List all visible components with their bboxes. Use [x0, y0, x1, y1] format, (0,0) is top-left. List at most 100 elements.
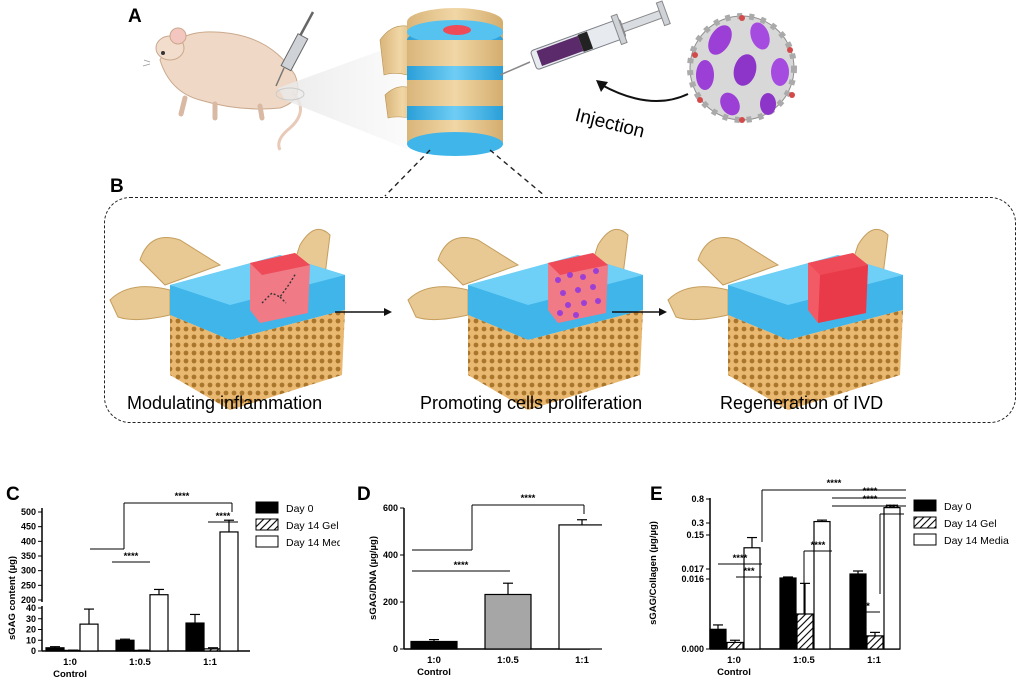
ytick-label-10: 450 [21, 522, 36, 532]
bar-d-1 [484, 593, 532, 650]
nanoparticle-illustration [687, 13, 797, 123]
bar-s2-c0 [79, 623, 99, 652]
category-label-2: 1:1 [867, 655, 881, 666]
ytick-label-0: 0 [31, 646, 36, 656]
legend-label-0: Day 0 [286, 503, 314, 515]
ytick-label-9: 400 [21, 536, 36, 546]
legend-swatch-2 [255, 535, 279, 548]
ytick-label-5: 0.3 [691, 518, 704, 528]
ytick-label-6: 250 [21, 580, 36, 590]
category-label-1: 1:0.5 [497, 655, 519, 666]
spine-illustration [379, 8, 503, 156]
stage-2-illustration [407, 228, 644, 411]
legend-swatch-0 [913, 499, 937, 512]
sig-e-5-label: * [866, 601, 870, 612]
ytick-label-5: 200 [21, 595, 36, 605]
sig-e-6-label: **** [885, 503, 900, 514]
stage-3-illustration [667, 228, 904, 411]
stage-label-3: Regeneration of IVD [720, 393, 884, 413]
sig-e-7-label: **** [863, 494, 878, 505]
panel-label-c: C [6, 484, 20, 505]
bar-s2-c0 [743, 547, 761, 650]
sig-e-1-label: **** [733, 553, 748, 564]
chart-d-ylabel: sGAG/DNA (µg/µg) [368, 536, 379, 620]
ytick-label-2: 0.016 [681, 574, 704, 584]
ytick-label-0: 0 [393, 644, 398, 654]
bar-s0-c1 [779, 577, 797, 650]
bar-s2-c2 [883, 507, 901, 650]
bar-s1-c2 [203, 648, 223, 652]
category-label-2: 1:1 [203, 657, 217, 668]
ytick-label-2: 20 [26, 625, 36, 635]
ytick-label-3: 30 [26, 614, 36, 624]
ytick-label-0: 0.000 [681, 644, 704, 654]
sig-c-1-label: **** [124, 551, 139, 562]
stage-label-1: Modulating inflammation [127, 393, 323, 413]
ytick-label-1: 10 [26, 635, 36, 645]
panel-label-a: A [128, 6, 142, 27]
chart-d-significance: ******** [412, 493, 585, 572]
sig-c-3-label: **** [175, 491, 190, 502]
sig-d-2-label: **** [521, 493, 536, 504]
legend-label-0: Day 0 [944, 501, 972, 513]
bar-d-0 [410, 640, 458, 650]
category-label-2: 1:1 [575, 655, 589, 666]
stage-1-illustration [109, 228, 346, 411]
category-sublabel-0: Control [53, 669, 87, 678]
legend-label-1: Day 14 Gel [944, 518, 997, 530]
legend-label-2: Day 14 Media [944, 535, 1009, 547]
sig-e-3-label: **** [827, 478, 842, 489]
syringe-large-icon [499, 0, 671, 76]
bar-s2-c2 [219, 531, 239, 652]
stage-label-2: Promoting cells proliferation [420, 393, 643, 413]
mouse-illustration [142, 27, 302, 151]
category-label-0: 1:0 [727, 655, 741, 666]
panel-label-b: B [110, 176, 124, 197]
chart-c-significance: **** **** **** [90, 491, 238, 563]
stage-illustrations [109, 228, 904, 411]
legend-swatch-2 [913, 533, 937, 546]
axis-break-gap [37, 602, 47, 606]
ytick-label-4: 0.15 [686, 530, 704, 540]
legend-label-2: Day 14 Media [286, 537, 340, 549]
legend-swatch-1 [913, 516, 937, 529]
chart-e-significance: **************************** [718, 478, 906, 614]
ytick-label-2: 400 [383, 550, 398, 560]
sig-e-4-label: **** [811, 540, 826, 551]
chart-c-ylabel: sGAG content (µg) [7, 556, 18, 640]
sig-c-2-label: **** [216, 511, 231, 522]
category-sublabel-0: Control [417, 667, 451, 678]
ytick-label-4: 40 [26, 603, 36, 613]
ytick-label-11: 500 [21, 507, 36, 517]
syringe-small-icon [275, 11, 315, 87]
category-label-1: 1:0.5 [129, 657, 151, 668]
schematic-illustration [142, 0, 797, 197]
ytick-label-3: 0.017 [681, 564, 704, 574]
bar-s0-c2 [185, 622, 205, 652]
chart-c-bars [45, 519, 239, 652]
legend-swatch-0 [255, 501, 279, 514]
bar-s0-c1 [115, 639, 135, 652]
category-sublabel-0: Control [717, 667, 751, 678]
ytick-label-7: 300 [21, 566, 36, 576]
bar-s1-c0 [726, 641, 744, 650]
bar-s1-c2 [866, 635, 884, 650]
ytick-label-8: 350 [21, 551, 36, 561]
category-label-0: 1:0 [427, 655, 441, 666]
category-label-0: 1:0 [63, 657, 77, 668]
bar-d-2 [558, 524, 602, 650]
chart-d-bars [410, 519, 602, 650]
sig-e-2-label: *** [743, 566, 754, 577]
chart-e-ylabel: sGAG/Collagen (µg/µg) [648, 521, 659, 625]
sig-e-8-label: **** [863, 486, 878, 497]
category-label-1: 1:0.5 [793, 655, 815, 666]
bar-s0-c0 [45, 647, 65, 652]
bar-s0-c0 [709, 628, 727, 650]
legend-label-1: Day 14 Gel [286, 520, 339, 532]
